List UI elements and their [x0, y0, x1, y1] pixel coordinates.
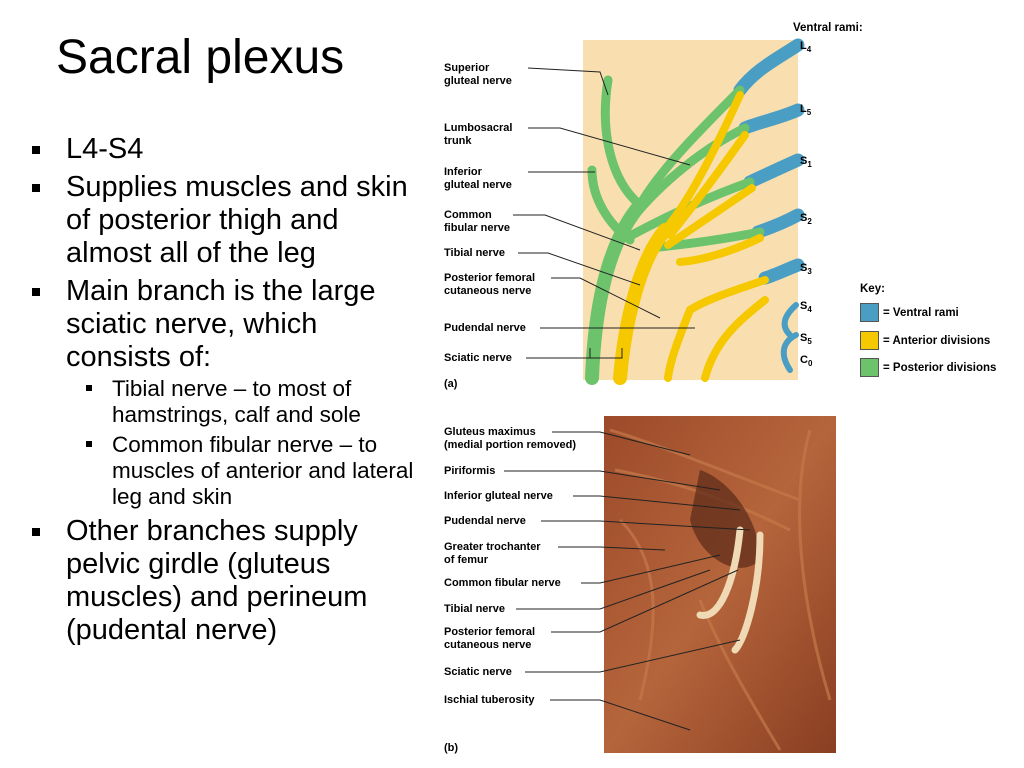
bullet-3-text: Main branch is the large sciatic nerve, … — [66, 275, 376, 373]
label-piriformis: Piriformis — [444, 465, 496, 477]
label-pudendal-a: Pudendal nerve — [444, 322, 526, 334]
label-sciatic-a: Sciatic nerve — [444, 352, 512, 364]
bullet-2: Supplies muscles and skin of posterior t… — [30, 171, 430, 270]
label-posterior-femoral-b: Posterior femoral cutaneous nerve — [444, 626, 536, 651]
label-inferior-gluteal-b: Inferior gluteal nerve — [444, 490, 553, 502]
key-anterior: = Anterior divisions — [860, 331, 990, 350]
ramus-label-s1: S1 — [800, 155, 812, 170]
ventral-swatch — [860, 303, 879, 322]
label-common-fibular-a: Common fibular nerve — [444, 209, 511, 234]
label-inferior-gluteal-a: Inferior gluteal nerve — [444, 166, 512, 191]
bullet-list: L4-S4 Supplies muscles and skin of poste… — [30, 133, 430, 652]
label-superior-gluteal: Superior gluteal nerve — [444, 62, 512, 87]
posterior-swatch — [860, 358, 879, 377]
label-sciatic-b: Sciatic nerve — [444, 666, 512, 678]
sub-bullet-tibial: Tibial nerve – to most of hamstrings, ca… — [66, 376, 430, 428]
label-posterior-femoral-a: Posterior femoral cutaneous nerve — [444, 272, 536, 297]
label-gluteus-maximus: Gluteus maximus (medial portion removed) — [444, 426, 577, 451]
label-pudendal-b: Pudendal nerve — [444, 515, 526, 527]
label-common-fibular-b: Common fibular nerve — [444, 577, 561, 589]
slide-title: Sacral plexus — [56, 31, 345, 84]
key-heading: Key: — [860, 283, 885, 295]
anterior-swatch — [860, 331, 879, 350]
label-tibial-b: Tibial nerve — [444, 603, 505, 615]
bullet-3: Main branch is the large sciatic nerve, … — [30, 275, 430, 510]
ventral-rami-heading: Ventral rami: — [793, 22, 863, 34]
ramus-label-s3: S3 — [800, 262, 812, 277]
key-posterior: = Posterior divisions — [860, 358, 996, 377]
ramus-label-s2: S2 — [800, 212, 812, 227]
bullet-4: Other branches supply pelvic girdle (glu… — [30, 515, 430, 647]
sub-bullet-list: Tibial nerve – to most of hamstrings, ca… — [66, 376, 430, 510]
label-ischial-tuberosity: Ischial tuberosity — [444, 694, 535, 706]
key-ventral: = Ventral rami — [860, 303, 959, 322]
ramus-label-s5: S5 — [800, 332, 812, 347]
label-lumbosacral: Lumbosacral trunk — [444, 122, 513, 147]
bullet-1: L4-S4 — [30, 133, 430, 166]
panel-label-a: (a) — [444, 378, 458, 390]
ramus-label-l4: L4 — [800, 40, 812, 55]
posterior-divisions — [585, 75, 765, 385]
sub-bullet-fibular: Common fibular nerve – to muscles of ant… — [66, 432, 430, 510]
anterior-divisions — [613, 91, 769, 385]
diagram-b-leader-lines — [504, 431, 751, 731]
panel-label-b: (b) — [444, 742, 459, 754]
diagram-a-leader-lines — [513, 67, 695, 359]
ramus-label-s4: S4 — [800, 300, 812, 315]
label-greater-trochanter: Greater trochanter of femur — [444, 541, 541, 566]
label-tibial-a: Tibial nerve — [444, 247, 505, 259]
ramus-label-c0: C0 — [800, 354, 813, 369]
ramus-label-l5: L5 — [800, 103, 812, 118]
